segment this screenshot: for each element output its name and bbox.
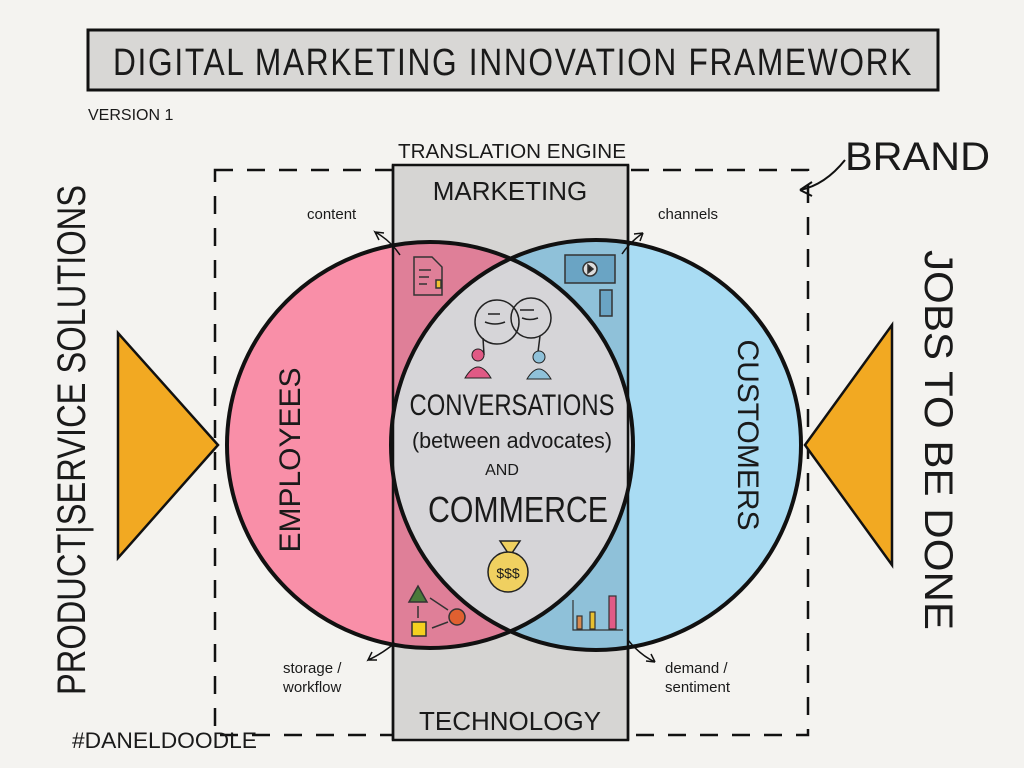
video-channel-icon xyxy=(564,254,616,317)
product-service-solutions-label: PRODUCT|SERVICE SOLUTIONS xyxy=(50,185,94,695)
storage-annotation: storage / workflow xyxy=(282,660,346,696)
money-bag-icon: $$$ xyxy=(487,540,529,593)
diagram-title: DIGITAL MARKETING INNOVATION FRAMEWORK xyxy=(113,42,913,84)
conversations-label: CONVERSATIONS xyxy=(410,389,615,422)
content-annotation: content xyxy=(307,206,357,223)
demand-arrow xyxy=(627,639,656,663)
band-top-label: MARKETING xyxy=(433,176,588,206)
content-arrow xyxy=(373,230,401,256)
version-label: VERSION 1 xyxy=(88,107,173,124)
customers-label: CUSTOMERS xyxy=(731,339,764,530)
customer-person-icon xyxy=(526,350,552,380)
translation-engine-label: TRANSLATION ENGINE xyxy=(398,141,626,163)
jobs-to-be-done-label: JOBS TO BE DONE xyxy=(916,250,960,630)
channels-arrow xyxy=(621,232,644,255)
brand-label: BRAND xyxy=(845,135,990,179)
right-triangle xyxy=(803,321,894,569)
svg-text:$$$: $$$ xyxy=(496,565,520,581)
title-box xyxy=(86,28,940,92)
left-triangle xyxy=(116,329,220,562)
hashtag-label: #DANELDOODLE xyxy=(72,728,257,753)
demand-annotation: demand / sentiment xyxy=(665,660,732,696)
overlap-lens xyxy=(391,242,633,648)
and-label: AND xyxy=(485,462,519,479)
document-icon xyxy=(413,256,443,296)
storage-arrow xyxy=(366,642,396,662)
brand-arrow xyxy=(799,159,846,197)
workflow-shapes-icon xyxy=(407,584,466,637)
bar-chart-icon xyxy=(572,595,623,631)
employee-person-icon xyxy=(464,348,492,379)
commerce-label: COMMERCE xyxy=(428,489,608,530)
employees-label: EMPLOYEES xyxy=(274,367,307,552)
band-bottom-label: TECHNOLOGY xyxy=(419,706,601,736)
between-advocates-label: (between advocates) xyxy=(412,428,612,453)
channels-annotation: channels xyxy=(658,206,718,223)
